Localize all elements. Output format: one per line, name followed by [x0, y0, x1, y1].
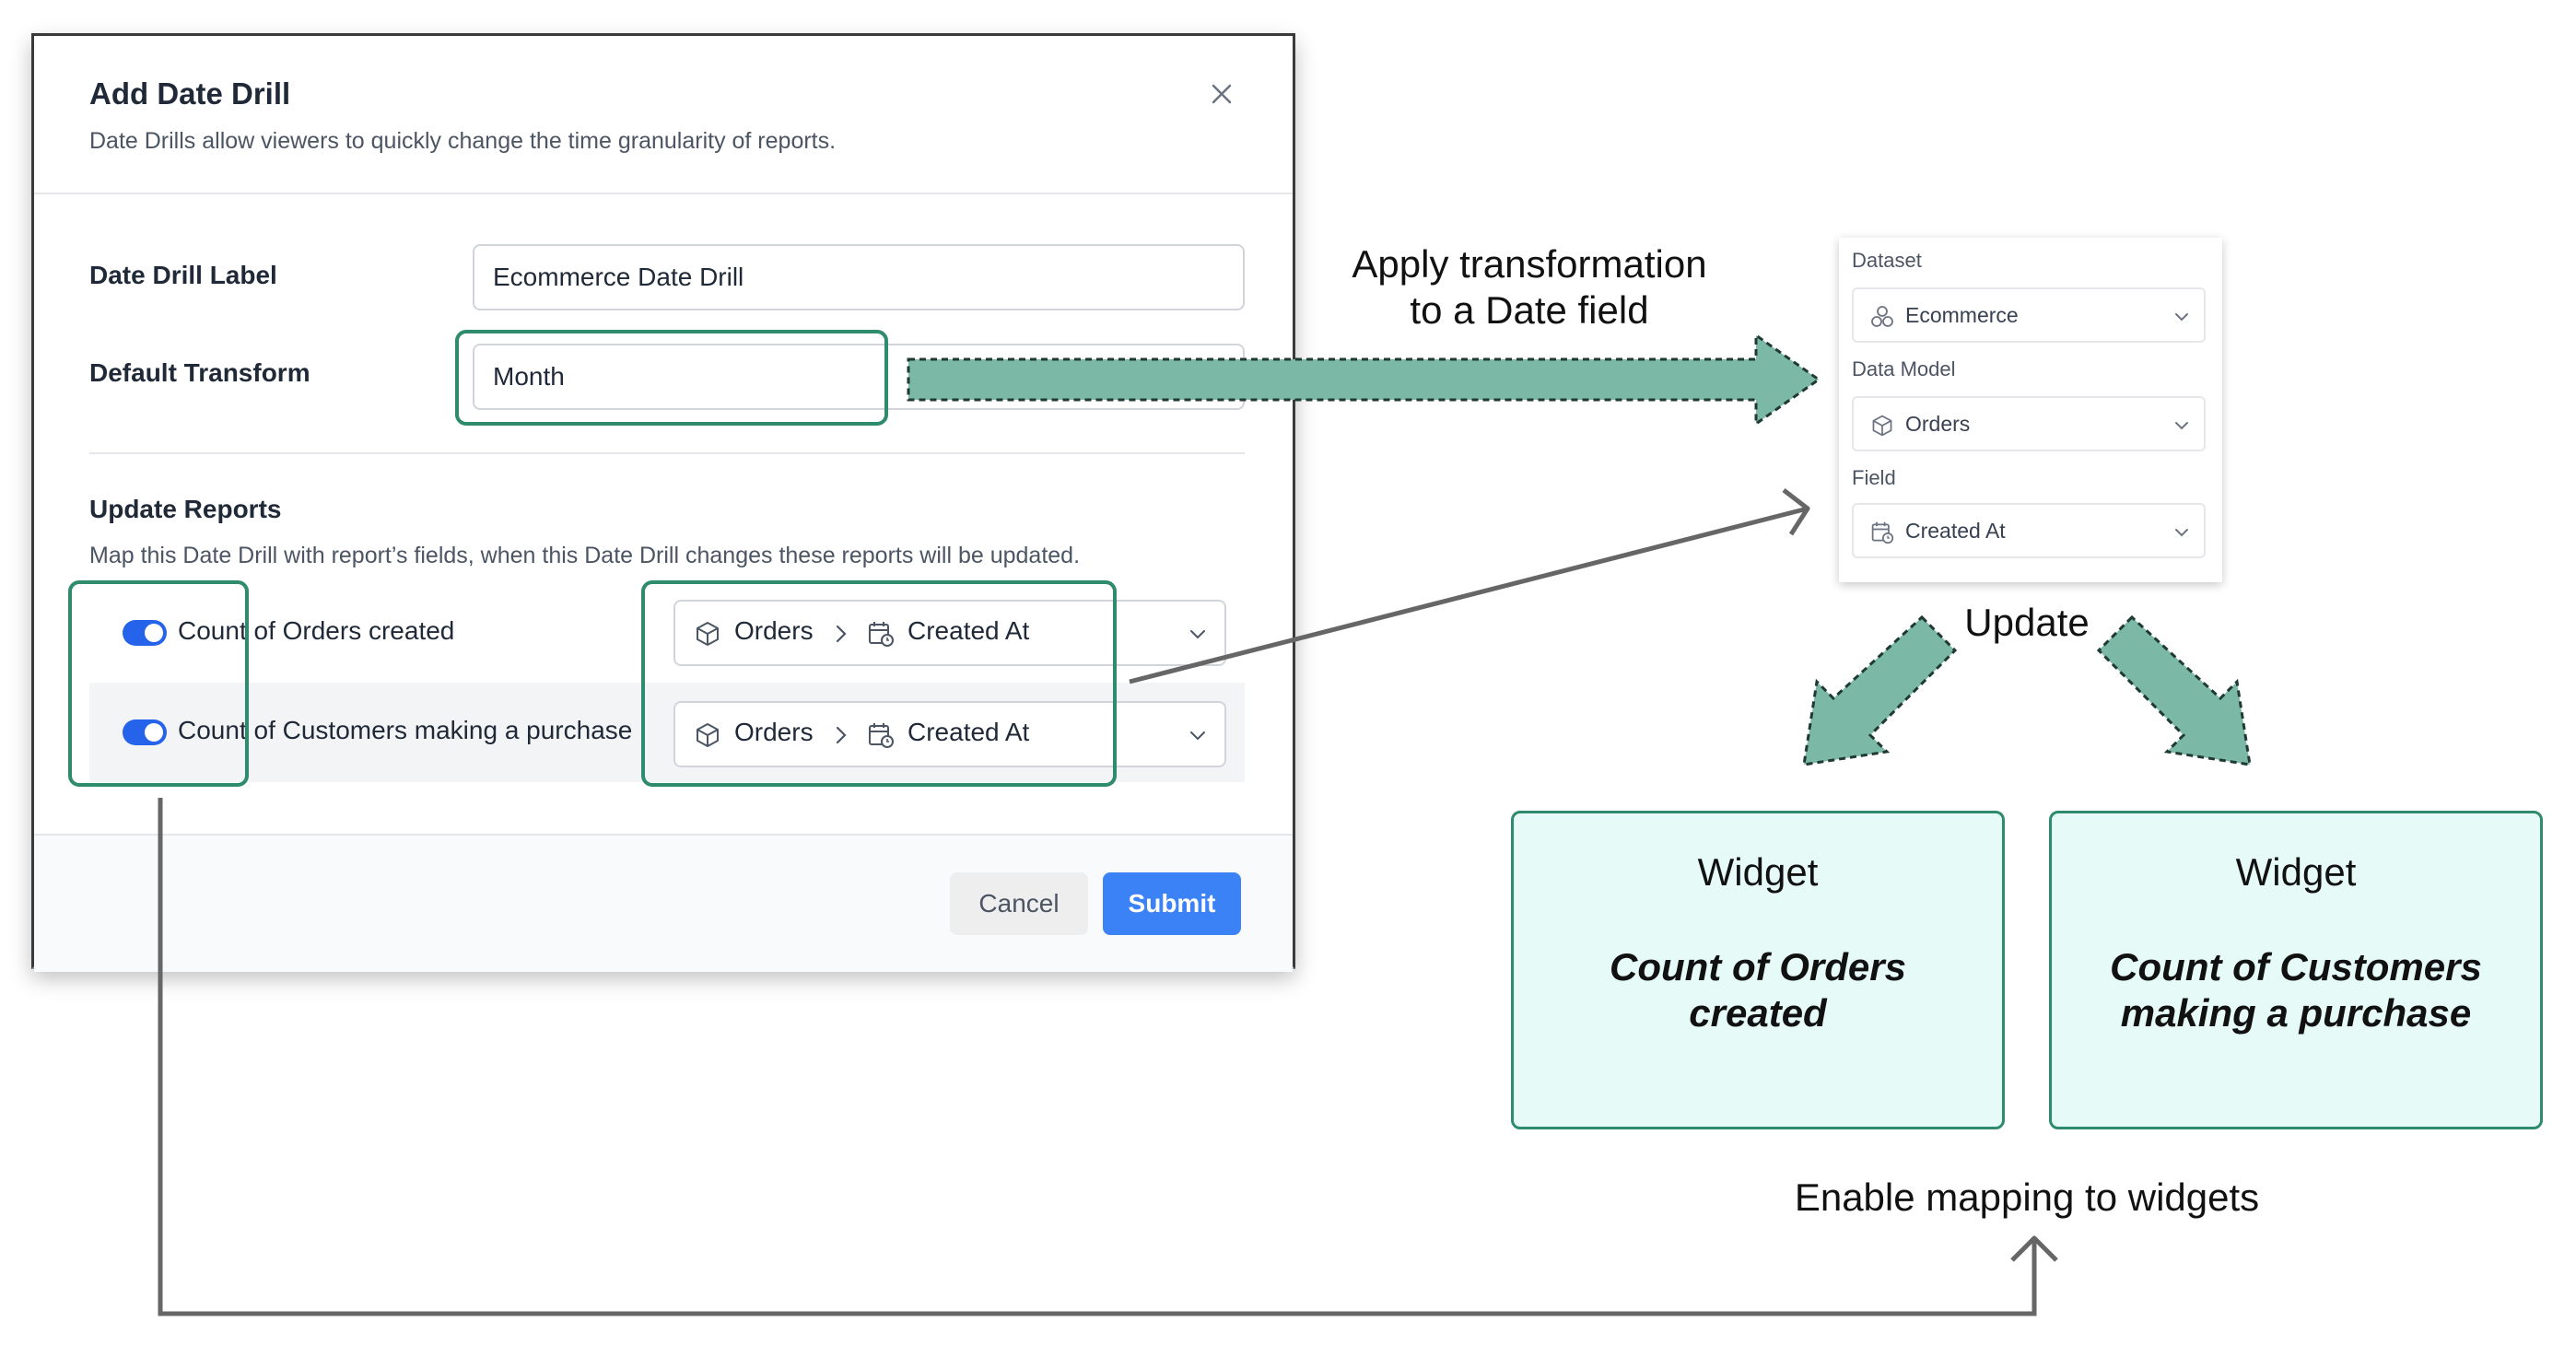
mapping-arrowhead [2010, 1235, 2058, 1262]
cancel-button[interactable]: Cancel [950, 872, 1088, 935]
report-model-orders: Orders [734, 616, 814, 645]
default-transform-label: Default Transform [89, 358, 310, 387]
submit-button[interactable]: Submit [1103, 872, 1241, 935]
widget-customers: Widget Count of Customers making a purch… [2049, 811, 2543, 1129]
chevron-right-icon [836, 625, 847, 643]
chevron-down-icon [2175, 313, 2188, 322]
apply-line-2: to a Date field [1410, 288, 1649, 332]
toggle-knob [145, 723, 163, 742]
field-link-arrowhead [1782, 488, 1810, 536]
section-divider [89, 452, 1245, 454]
cube-icon [697, 723, 719, 747]
report-toggle-orders[interactable] [123, 620, 167, 646]
widget-orders: Widget Count of Orders created [1511, 811, 2005, 1129]
widget-name: Count of Customers making a purchase [2052, 944, 2540, 1036]
date-drill-label-label: Date Drill Label [89, 261, 277, 289]
chevron-down-icon [1190, 630, 1205, 639]
dataset-value: Ecommerce [1905, 303, 2019, 327]
default-transform-value: Month [493, 362, 565, 391]
chevron-right-icon [836, 726, 847, 744]
add-date-drill-modal: Add Date Drill Date Drills allow viewers… [31, 33, 1295, 972]
report-field-select-customers[interactable]: Orders Created At [673, 701, 1226, 767]
chevron-down-icon [1190, 731, 1205, 741]
report-label-customers: Count of Customers making a purchase [178, 716, 633, 744]
enable-mapping-note: Enable mapping to widgets [1794, 1175, 2260, 1219]
date-drill-label-value: Ecommerce Date Drill [493, 263, 744, 291]
update-arrow-left [1802, 614, 1958, 766]
data-model-select[interactable]: Orders [1852, 396, 2206, 451]
data-model-label: Data Model [1852, 357, 1956, 380]
chevron-down-icon [2175, 422, 2188, 430]
widget-name-line-2: making a purchase [2120, 991, 2472, 1035]
toggles-highlight [68, 580, 249, 787]
modal-title: Add Date Drill [89, 76, 291, 111]
widget-name: Count of Orders created [1514, 944, 2002, 1036]
apply-line-1: Apply transformation [1352, 242, 1707, 286]
transform-highlight [455, 330, 888, 426]
toggle-knob [145, 624, 163, 642]
data-model-value: Orders [1905, 412, 1971, 436]
field-label: Field [1852, 466, 1896, 489]
update-reports-title: Update Reports [89, 495, 282, 523]
widget-title: Widget [2235, 850, 2357, 894]
dataset-select[interactable]: Ecommerce [1852, 287, 2206, 343]
update-reports-description: Map this Date Drill with report’s fields… [89, 543, 1081, 568]
calendar-clock-icon [869, 723, 894, 748]
calendar-clock-icon [1871, 521, 1894, 544]
chevron-down-icon [2175, 529, 2188, 537]
widget-name-line-1: Count of Customers [2110, 945, 2482, 988]
widget-title: Widget [1697, 850, 1819, 894]
calendar-clock-icon [869, 622, 894, 647]
report-field-customers: Created At [907, 718, 1030, 746]
report-toggle-customers[interactable] [123, 719, 167, 745]
header-divider [34, 193, 1293, 194]
modal-subtitle: Date Drills allow viewers to quickly cha… [89, 128, 837, 154]
update-arrow-right [2096, 614, 2252, 766]
report-model-customers: Orders [734, 718, 814, 746]
field-select[interactable]: Created At [1852, 503, 2206, 558]
cube-icon [697, 622, 719, 646]
dataset-label: Dataset [1852, 249, 1922, 272]
report-field-orders: Created At [907, 616, 1030, 645]
field-selector-card: Dataset Ecommerce Data Model Orders Fiel… [1839, 238, 2222, 582]
widget-name-line-2: created [1689, 991, 1827, 1035]
widget-name-line-1: Count of Orders [1610, 945, 1906, 988]
apply-transformation-note: Apply transformation to a Date field [1308, 241, 1751, 333]
fields-highlight [641, 580, 1117, 787]
dataset-icon [1871, 306, 1893, 327]
report-label-orders: Count of Orders created [178, 616, 455, 645]
cube-icon [1872, 415, 1892, 437]
close-icon[interactable] [1206, 78, 1237, 110]
field-value: Created At [1905, 519, 2006, 543]
date-drill-label-input[interactable]: Ecommerce Date Drill [473, 244, 1245, 310]
update-note: Update [1964, 601, 2090, 644]
